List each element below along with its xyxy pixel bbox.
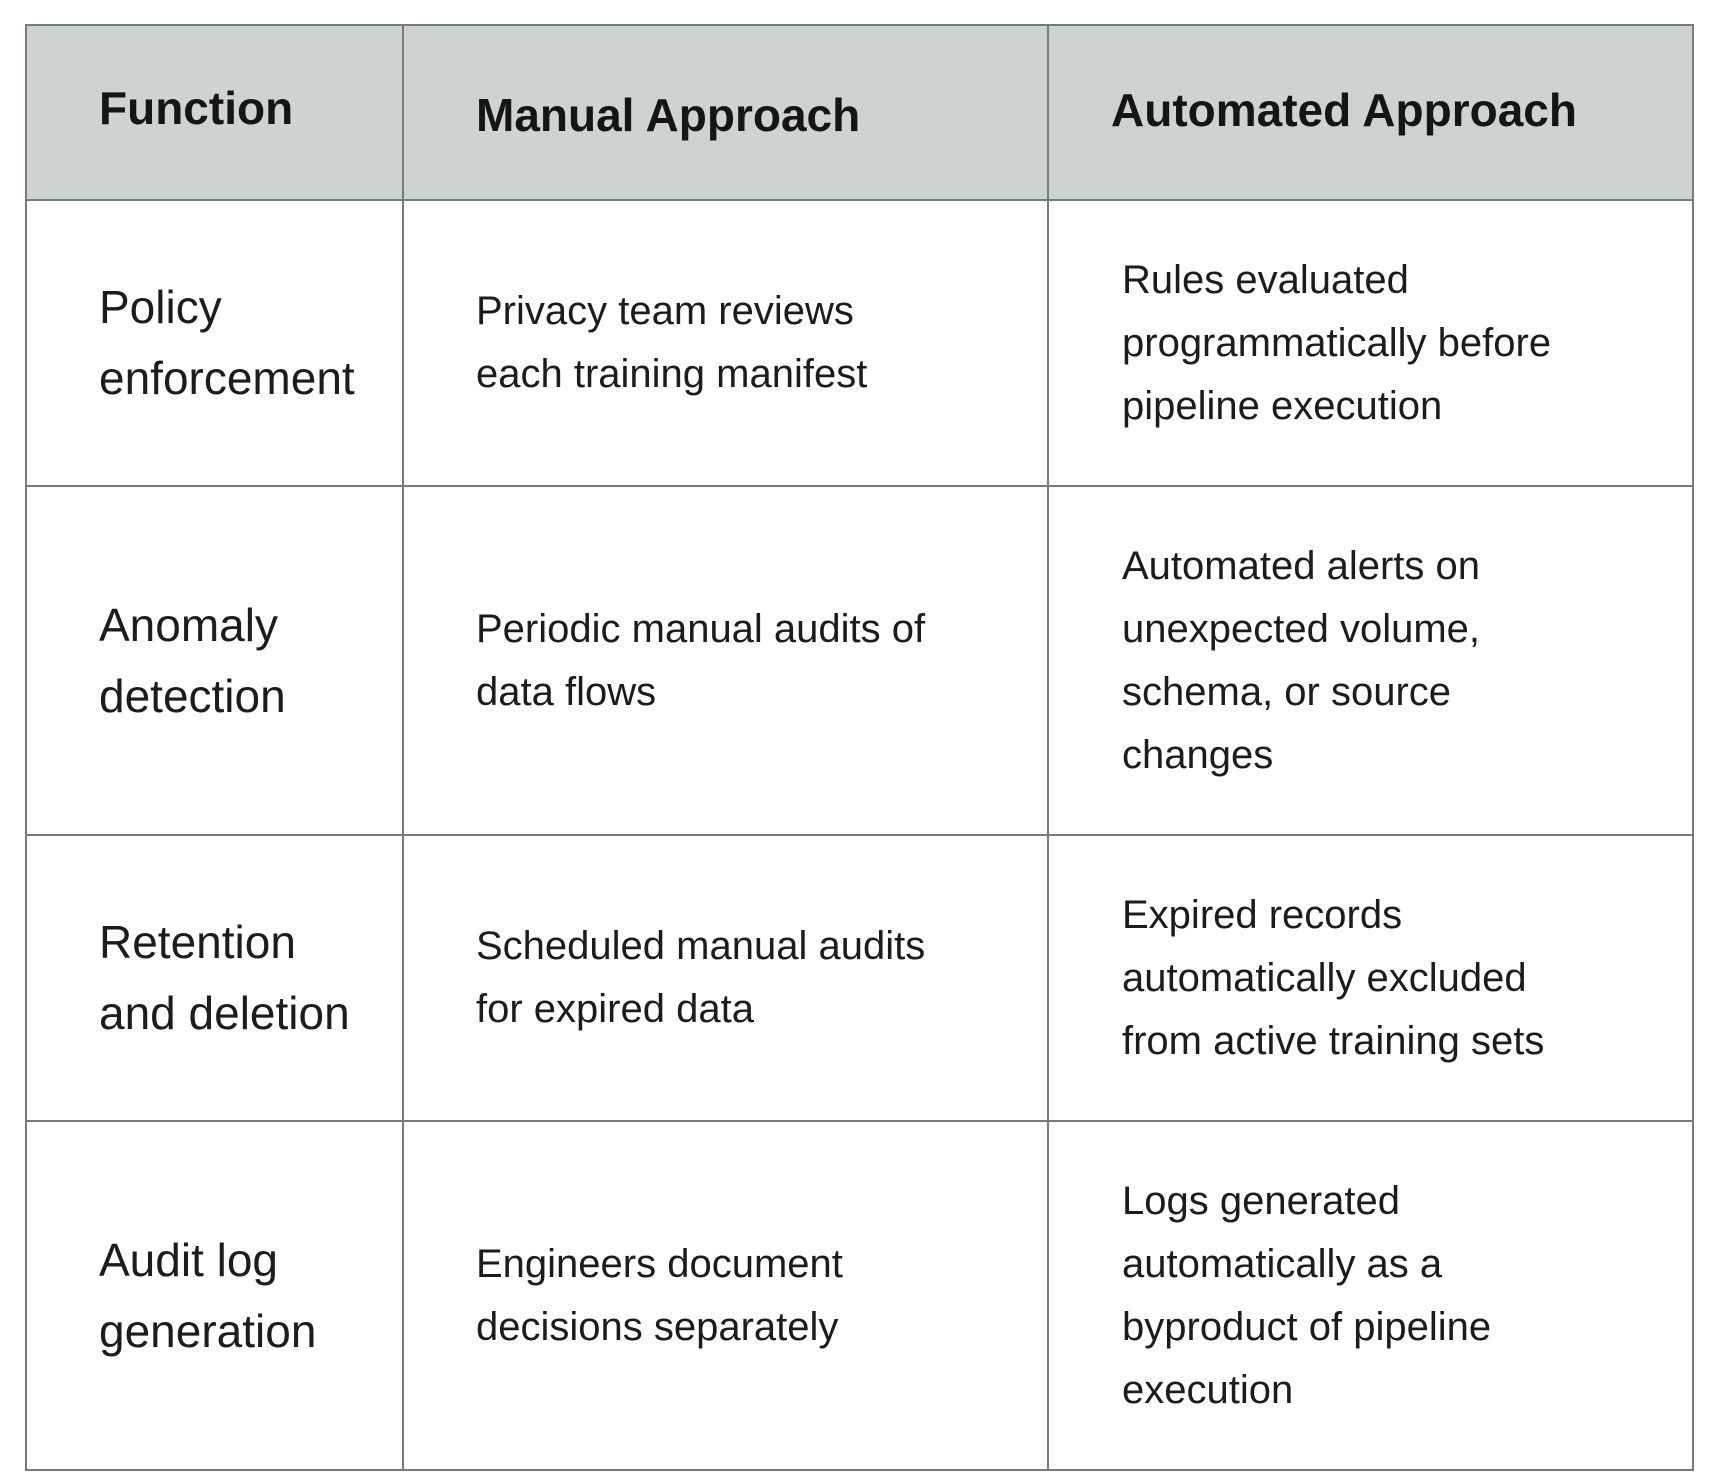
- function-text: Policy enforcement: [99, 281, 355, 404]
- header-automated-approach: Automated Approach: [1047, 24, 1694, 201]
- table-row: Retention and deletion Scheduled manual …: [25, 834, 1694, 1122]
- function-cell: Anomaly detection: [25, 485, 404, 836]
- table-row: Anomaly detection Periodic manual audits…: [25, 485, 1694, 836]
- manual-cell: Privacy team reviews each training manif…: [402, 199, 1049, 487]
- manual-cell: Scheduled manual audits for expired data: [402, 834, 1049, 1122]
- automated-cell: Automated alerts on unexpected volume, s…: [1047, 485, 1694, 836]
- automated-text: Rules evaluated programmatically before …: [1122, 257, 1552, 428]
- manual-text: Scheduled manual audits for expired data: [476, 924, 926, 1031]
- function-cell: Policy enforcement: [25, 199, 404, 487]
- automated-text: Automated alerts on unexpected volume, s…: [1122, 543, 1481, 777]
- manual-text: Privacy team reviews each training manif…: [476, 289, 868, 396]
- function-text: Anomaly detection: [99, 598, 286, 722]
- table-row: Audit log generation Engineers document …: [25, 1120, 1694, 1471]
- function-text: Retention and deletion: [99, 916, 350, 1039]
- automated-text: Expired records automatically excluded f…: [1122, 892, 1545, 1063]
- comparison-table: Function Manual Approach Automated Appro…: [25, 24, 1694, 1471]
- function-cell: Retention and deletion: [25, 834, 404, 1122]
- automated-text: Logs generated automatically as a byprod…: [1122, 1178, 1492, 1412]
- header-row: Function Manual Approach Automated Appro…: [25, 24, 1694, 201]
- table-body: Policy enforcement Privacy team reviews …: [25, 199, 1694, 1471]
- manual-text: Engineers document decisions separately: [476, 1241, 843, 1349]
- function-text: Audit log generation: [99, 1233, 317, 1357]
- header-function: Function: [25, 24, 404, 201]
- table-header: Function Manual Approach Automated Appro…: [25, 24, 1694, 201]
- manual-text: Periodic manual audits of data flows: [476, 606, 926, 714]
- manual-cell: Periodic manual audits of data flows: [402, 485, 1049, 836]
- automated-cell: Expired records automatically excluded f…: [1047, 834, 1694, 1122]
- automated-cell: Rules evaluated programmatically before …: [1047, 199, 1694, 487]
- table-row: Policy enforcement Privacy team reviews …: [25, 199, 1694, 487]
- automated-cell: Logs generated automatically as a byprod…: [1047, 1120, 1694, 1471]
- header-manual-approach: Manual Approach: [402, 24, 1049, 201]
- function-cell: Audit log generation: [25, 1120, 404, 1471]
- manual-cell: Engineers document decisions separately: [402, 1120, 1049, 1471]
